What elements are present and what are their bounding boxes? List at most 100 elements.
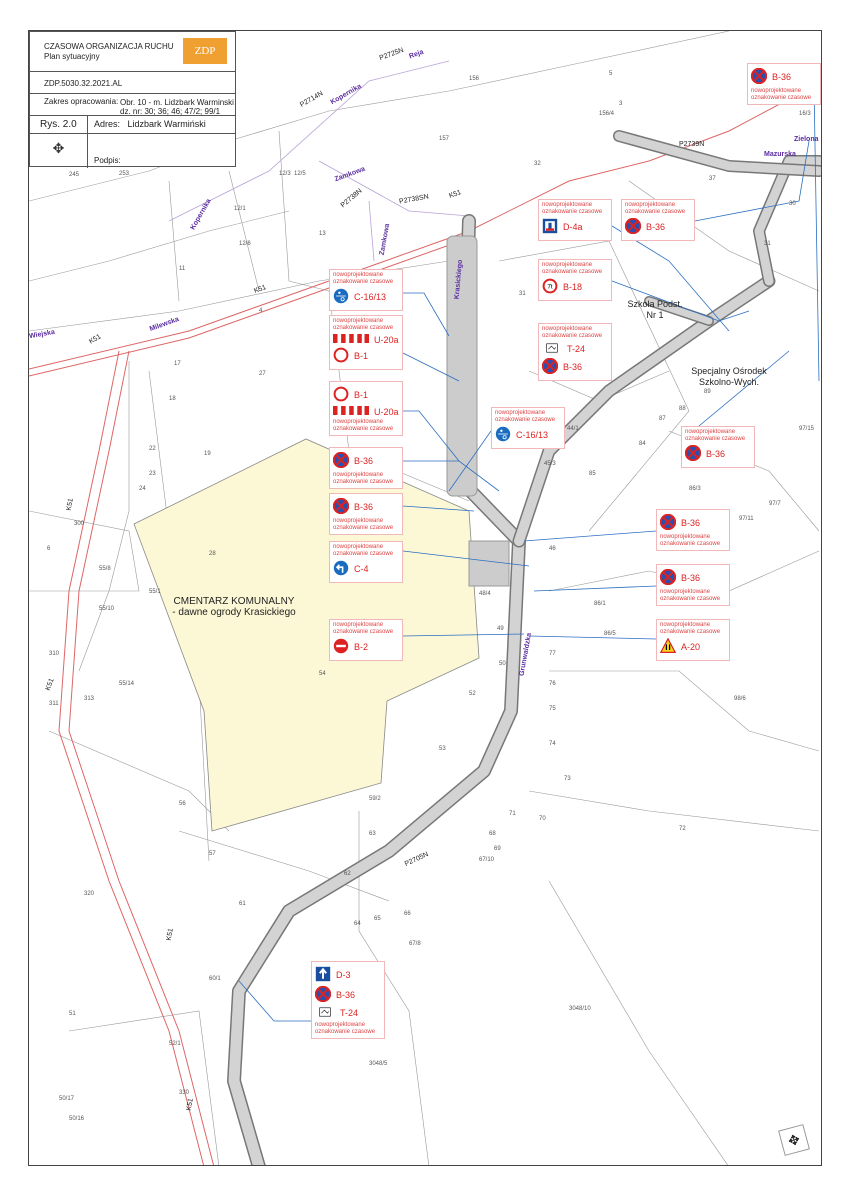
parcel-number: 52/1 (169, 1041, 181, 1047)
b2-sign-icon (333, 638, 349, 656)
parcel-number: 72 (679, 826, 686, 832)
cemetery-subtitle: - dawne ogrody Krasickiego (172, 607, 296, 618)
figure-cell: Rys. 2.0 ✥ (30, 116, 88, 168)
parcel-number: 24 (139, 486, 146, 492)
callout-note: nowoprojektowane oznakowanie czasowe (542, 202, 603, 215)
address-value: Lidzbark Warmiński (127, 119, 206, 129)
sign-code: C-4 (354, 564, 369, 574)
sign-row: B-2 (333, 638, 399, 656)
parcel-number: 311 (49, 701, 59, 707)
sign-code: B-36 (646, 222, 666, 232)
c16-sign-icon (495, 426, 511, 444)
parcel-number: 86/5 (604, 631, 616, 637)
parcel-number: 12/6 (239, 241, 251, 247)
work-zone-roads (227, 130, 821, 1165)
d4a-sign-icon (542, 218, 558, 236)
sign-row: D-4a (542, 218, 608, 236)
b1-sign-icon (333, 347, 349, 365)
sign-code: T-24 (567, 344, 586, 354)
parcel-number: 31 (764, 241, 771, 247)
scope-line-2: dz. nr: 30; 36; 46; 47/2; 99/1 (120, 107, 221, 116)
north-arrow-icon: ✥ (52, 140, 65, 156)
parcel-number: 55/1 (149, 589, 161, 595)
callout-note: nowoprojektowane oznakowanie czasowe (495, 410, 556, 423)
parcel-number: 28 (209, 551, 216, 557)
parcel-number: 73 (564, 776, 571, 782)
street-name: Zielona (794, 136, 819, 143)
parcel-number: 70 (539, 816, 546, 822)
sign-row: D-3 (315, 966, 381, 984)
b36-sign-icon (315, 986, 331, 1004)
school-label: Szkoła Podst. Nr 1 (617, 299, 693, 321)
parcel-number: 22 (149, 446, 156, 452)
scope-row: Zakres opracowania: Obr. 10 - m. Lidzbar… (30, 94, 235, 116)
c4-sign-icon (333, 560, 349, 578)
sign-row: U-20a (333, 406, 399, 417)
sign-code: D-4a (563, 222, 583, 232)
parcel-number: 17 (174, 361, 181, 367)
parcel-number: 97/15 (799, 426, 815, 432)
sign-row: B-1 (333, 386, 399, 404)
sign-code: D-3 (336, 970, 351, 980)
parcel-number: 157 (439, 136, 450, 142)
parcel-number: 3 (619, 101, 623, 107)
parcel-number: 30 (789, 201, 796, 207)
parcel-number: 50 (499, 661, 506, 667)
parcel-number: 53 (439, 746, 446, 752)
parcel-number: 55/14 (119, 681, 135, 687)
callout-note: nowoprojektowane oznakowanie czasowe (333, 622, 394, 635)
callout-note: nowoprojektowane oznakowanie czasowe (751, 88, 812, 101)
plan-subtitle: Plan sytuacyjny (44, 52, 100, 61)
parcel-number: 84 (639, 441, 646, 447)
k51-road-lines (29, 81, 821, 1165)
d3-sign-icon (315, 966, 331, 984)
parcel-number: 3048/5 (369, 1061, 388, 1067)
sign-row: B-1 (333, 347, 399, 365)
callout-note: nowoprojektowane oznakowanie czasowe (685, 429, 746, 442)
b36-sign-icon (333, 498, 349, 516)
parcel-number: 55/10 (99, 606, 115, 612)
parcel-number: 37 (709, 176, 716, 182)
a20-sign-icon (660, 638, 676, 656)
parcel-number: 60/1 (209, 976, 221, 982)
parcel-number: 156 (469, 76, 480, 82)
parcel-number: 12/5 (294, 171, 306, 177)
parcel-number: 62 (344, 871, 351, 877)
parcel-number: 5 (609, 71, 613, 77)
callout-note: nowoprojektowane oznakowanie czasowe (660, 589, 721, 602)
sign-code: C-16/13 (516, 430, 549, 440)
sign-row: T-24 (542, 342, 608, 356)
zdp-logo: ZDP (183, 38, 227, 64)
parcel-number: 31 (519, 291, 526, 297)
minor-road-lines (168, 60, 470, 262)
callout-note: nowoprojektowane oznakowanie czasowe (625, 202, 686, 215)
sign-callout: B-36 nowoprojektowane oznakowanie czasowe (656, 509, 730, 551)
callout-note: nowoprojektowane oznakowanie czasowe (333, 318, 394, 331)
b36-sign-icon (685, 445, 701, 463)
sign-row: B-36 (660, 514, 726, 532)
centre-name-2: Szkolno-Wych. (699, 377, 759, 387)
sign-row: B-36 (315, 986, 381, 1004)
parcel-number: 54 (319, 671, 326, 677)
callout-note: nowoprojektowane oznakowanie czasowe (333, 518, 394, 531)
parcel-number: 6 (47, 546, 51, 552)
parcel-number: 13 (319, 231, 326, 237)
parcel-number: 12/1 (234, 206, 246, 212)
parcel-number: 98/6 (734, 696, 746, 702)
sign-code: T-24 (340, 1008, 359, 1018)
cemetery-name: CMENTARZ KOMUNALNY (173, 596, 295, 607)
callout-note: nowoprojektowane oznakowanie czasowe (660, 534, 721, 547)
parcel-number: 55/8 (99, 566, 111, 572)
callout-note: nowoprojektowane oznakowanie czasowe (542, 326, 603, 339)
parcel-number: 18 (169, 396, 176, 402)
sign-row: B-36 (333, 498, 399, 516)
u20a-sign-icon (333, 334, 369, 345)
sign-code: U-20a (374, 406, 399, 417)
parcel-number: 11 (179, 266, 186, 272)
